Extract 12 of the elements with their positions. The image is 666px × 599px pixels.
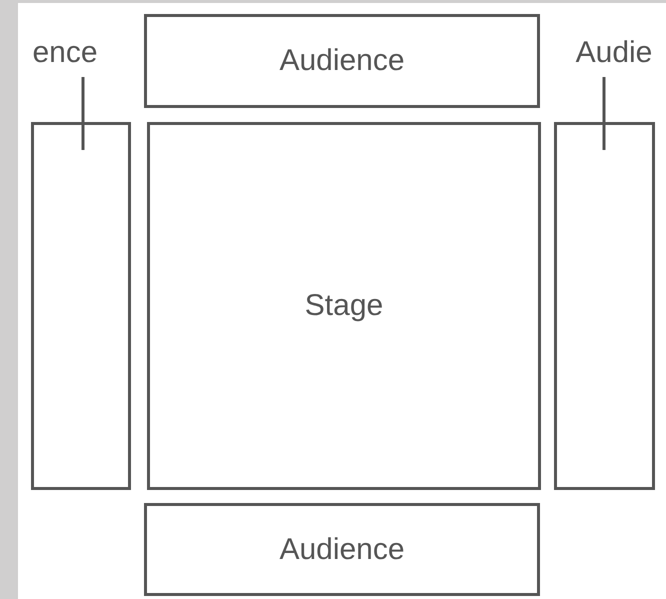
area-label: Audience <box>279 532 405 566</box>
area-label: Audie <box>565 30 663 75</box>
leader-line <box>82 77 84 150</box>
area-label: Audience <box>279 44 405 78</box>
seating-area <box>147 122 541 490</box>
seating-area <box>31 122 131 490</box>
area-label: Stage <box>304 289 384 323</box>
seating-area <box>144 503 540 596</box>
area-label: ence <box>20 30 110 75</box>
seating-area <box>144 14 540 108</box>
seating-area <box>554 122 655 490</box>
leader-line <box>602 77 606 150</box>
